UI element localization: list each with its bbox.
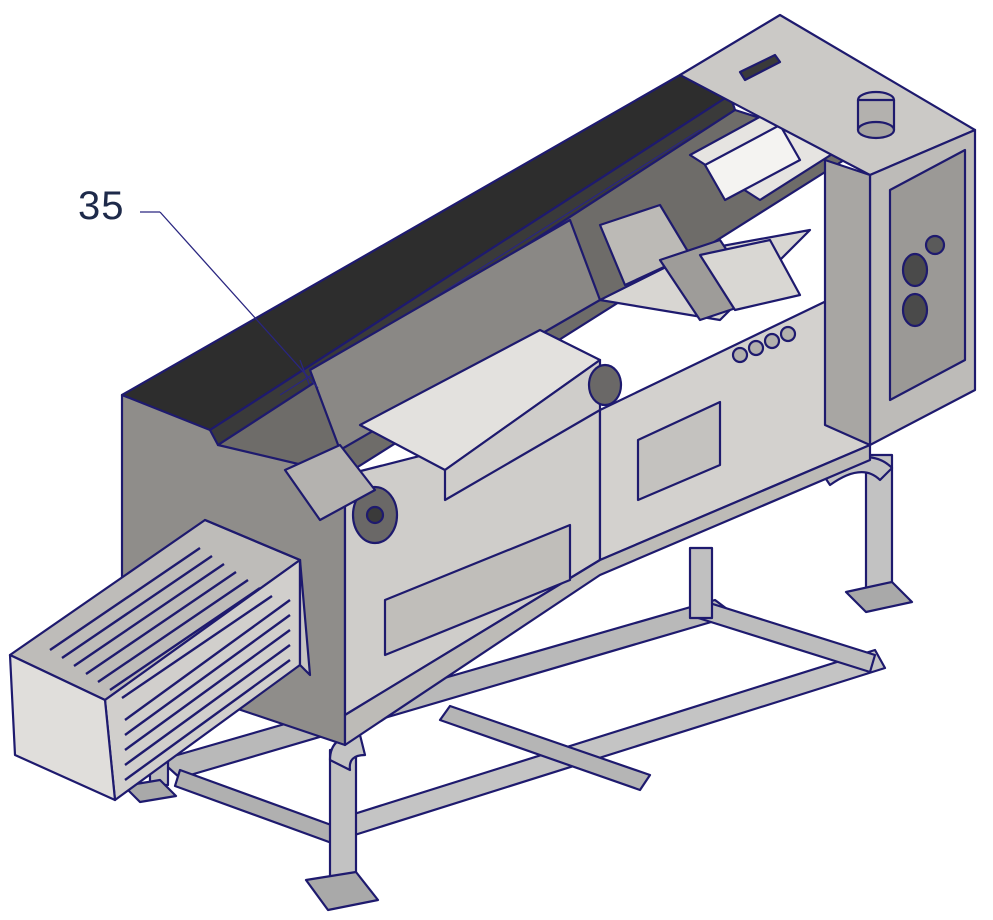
base-frame	[122, 453, 914, 912]
callout-leader-line	[159, 211, 319, 389]
callout-label-35: 35	[78, 184, 125, 228]
drive-cabinet	[678, 13, 977, 447]
callout-35	[140, 211, 319, 389]
outfeed-tunnel	[8, 518, 312, 802]
interior-mechanism	[216, 93, 872, 545]
